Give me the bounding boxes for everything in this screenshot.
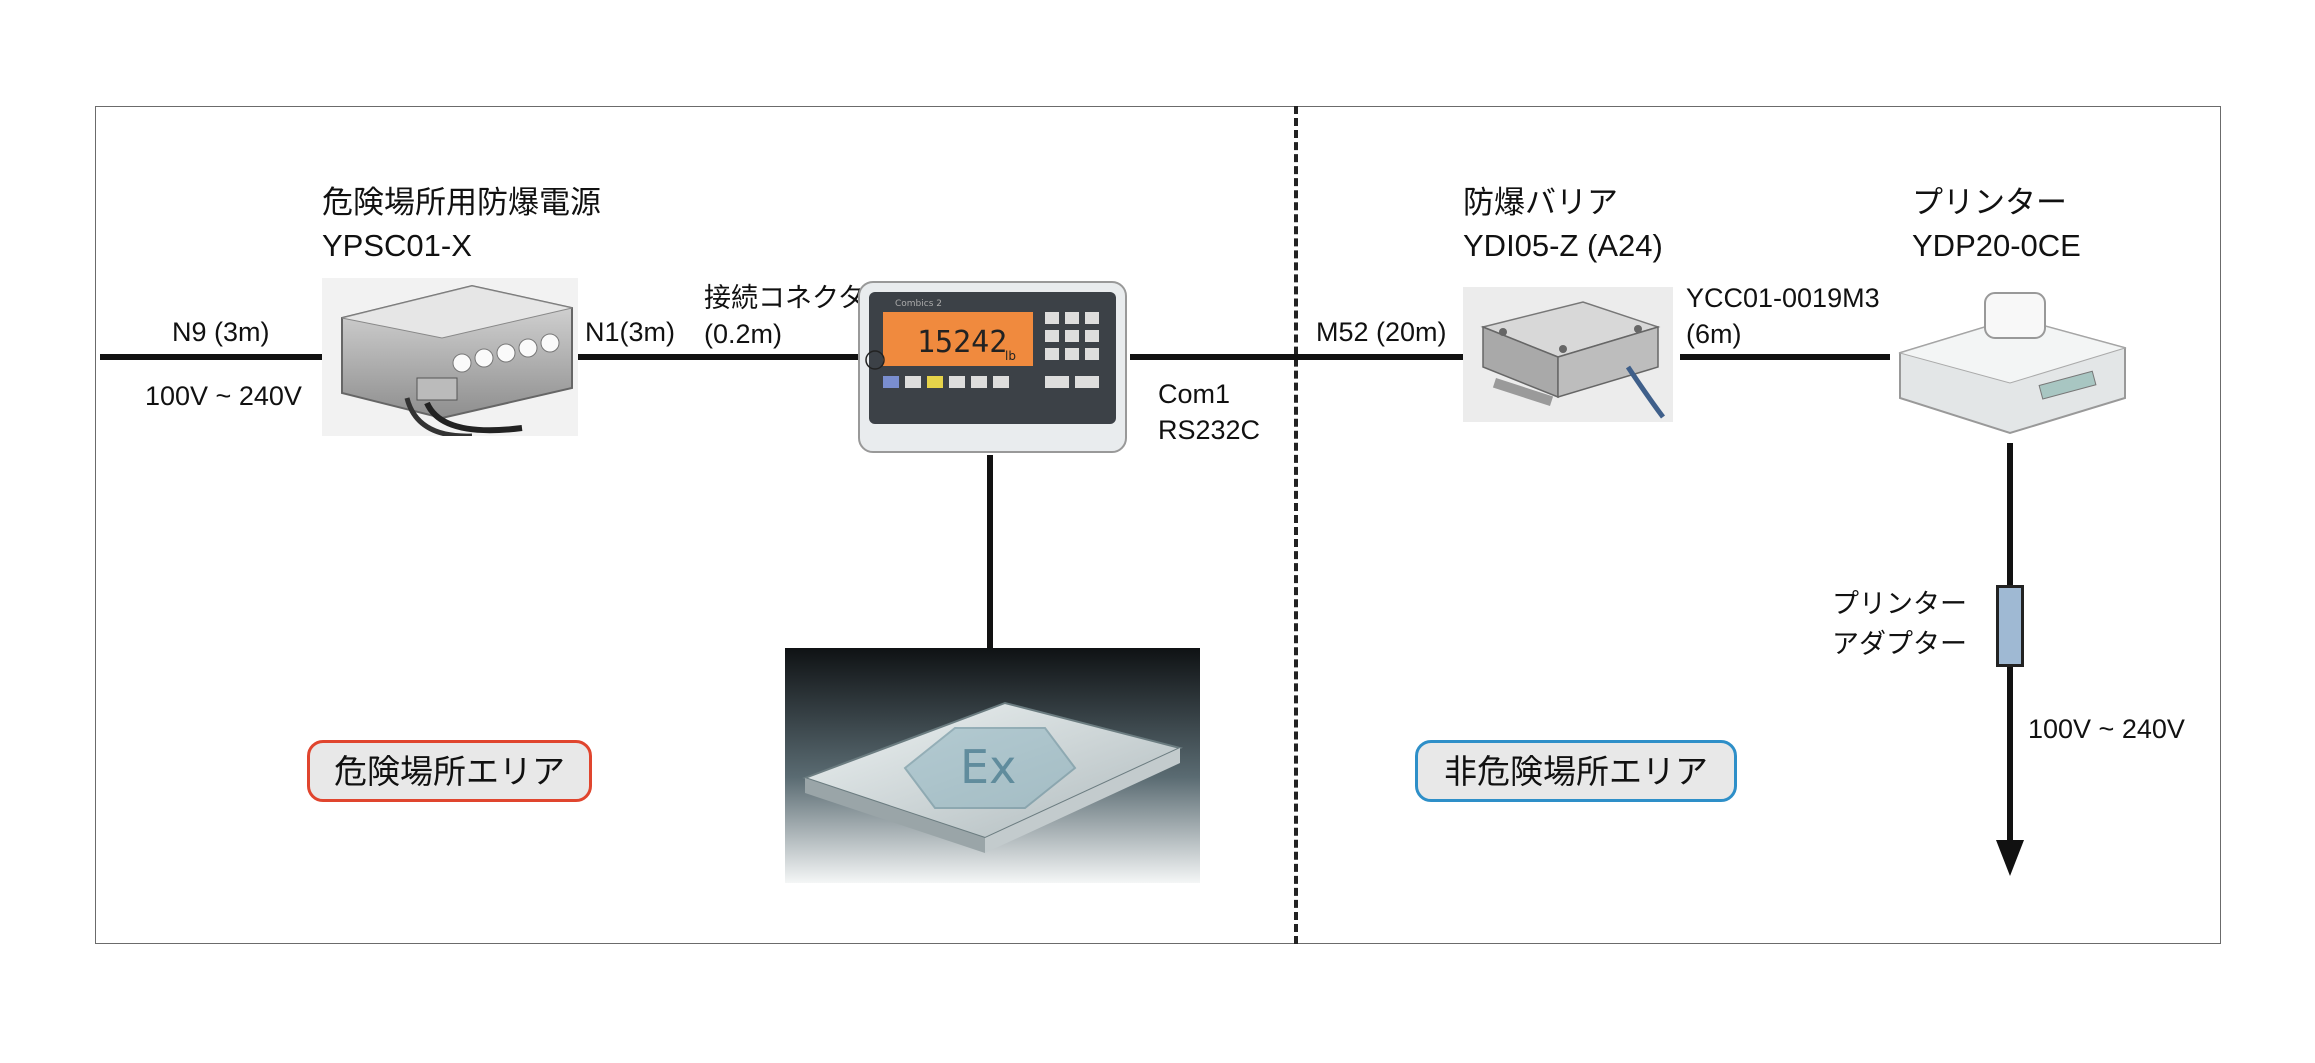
power-input-right: 100V ~ 240V [2028, 714, 2185, 744]
printer-title: プリンター [1912, 185, 2067, 220]
cable-label-n1: N1(3m) [585, 317, 676, 347]
non-hazard-area-badge: 非危険場所エリア [1415, 740, 1737, 802]
indicator-reading: 15242 [917, 325, 1007, 360]
adapter-label-line2: アダプター [1832, 629, 1967, 659]
cable-line-m52 [1130, 354, 1470, 360]
indicator-image: 15242 lb Combics 2 [858, 281, 1127, 453]
adapter-label-line1: プリンター [1832, 589, 1967, 619]
cable-line-n1 [570, 354, 860, 360]
cable-label-m52: M52 (20m) [1316, 317, 1447, 347]
scale-platform-image: Ex [785, 648, 1200, 883]
cable-line-n9 [100, 354, 325, 360]
barrier-image [1463, 287, 1673, 422]
connector-title: 接続コネクタ [704, 283, 865, 313]
power-arrow-head [1996, 840, 2024, 876]
rs232c-label: RS232C [1158, 415, 1261, 445]
cable-line-scale [987, 455, 993, 655]
power-supply-model: YPSC01-X [322, 228, 472, 263]
cable-line-ycc [1680, 354, 1895, 360]
com1-label: Com1 [1158, 379, 1231, 409]
printer-adapter-box [1996, 585, 2024, 667]
printer-model: YDP20-0CE [1912, 228, 2081, 263]
power-supply-image [322, 278, 578, 436]
barrier-model: YDI05-Z (A24) [1463, 228, 1663, 263]
diagram-frame [95, 106, 2221, 944]
power-input-left: 100V ~ 240V [145, 381, 302, 411]
cable-label-ycc-length: (6m) [1686, 319, 1742, 349]
printer-image [1890, 278, 2135, 443]
indicator-brand: Combics 2 [895, 299, 942, 309]
barrier-title: 防爆バリア [1463, 185, 1618, 220]
cable-label-ycc-model: YCC01-0019M3 [1686, 283, 1880, 313]
hazard-area-badge: 危険場所エリア [307, 740, 592, 802]
power-supply-title: 危険場所用防爆電源 [322, 185, 601, 220]
area-divider-dashed-line [1294, 106, 1298, 944]
indicator-unit: lb [1005, 349, 1016, 363]
connector-length: (0.2m) [704, 319, 783, 349]
svg-text:Ex: Ex [960, 740, 1016, 794]
cable-label-n9: N9 (3m) [172, 317, 270, 347]
